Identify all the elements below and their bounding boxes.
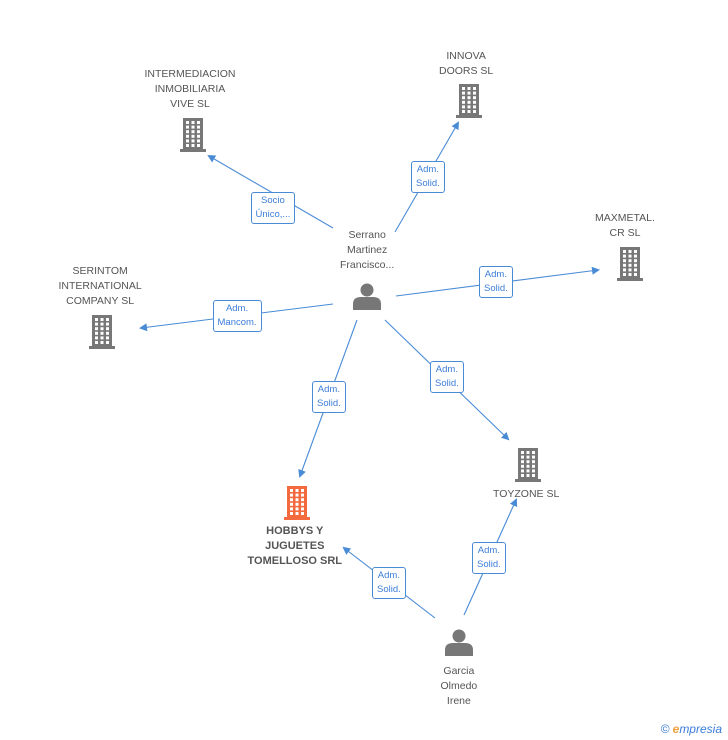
edge-label-line: Solid. [416, 178, 440, 189]
edge-label-line: Socio [261, 195, 285, 206]
node-label-hobbys[interactable]: HOBBYS Y JUGUETES TOMELLOSO SRL [248, 524, 343, 569]
edge-label-line: Adm. [317, 384, 340, 395]
node-label-line: Irene [446, 695, 471, 707]
node-label-intermediacion[interactable]: INTERMEDIACION INMOBILIARIA VIVE SL [145, 67, 236, 112]
node-label-line: DOORS SL [439, 65, 494, 77]
edge-label-line: Adm. [435, 364, 458, 375]
node-label-line: TOYZONE SL [493, 488, 560, 500]
person-icon-garcia[interactable] [445, 629, 473, 657]
building-icon-maxmetal[interactable] [617, 247, 643, 281]
node-label-line: Garcia [443, 665, 475, 677]
edge-label-line: Único,... [255, 209, 291, 220]
node-label-line: Olmedo [440, 680, 478, 692]
footer-brand[interactable]: ©empresia [661, 722, 722, 736]
node-label-line: Francisco... [340, 259, 395, 271]
edge-label-line: Mancom. [217, 317, 257, 328]
node-label-line: TOMELLOSO SRL [247, 555, 343, 567]
node-label-line: INNOVA [446, 50, 486, 62]
edge-label-garcia-toyzone[interactable]: Adm. Solid. [472, 542, 506, 574]
edge-label-serrano-innova[interactable]: Adm. Solid. [411, 161, 445, 193]
node-label-line: SERINTOM [72, 265, 128, 277]
edge-label-line: Adm. [484, 269, 507, 280]
edge-label-line: Solid. [477, 559, 501, 570]
node-label-line: INTERNATIONAL [58, 280, 142, 292]
building-icon-innova[interactable] [456, 84, 482, 118]
edge-label-serrano-toyzone[interactable]: Adm. Solid. [430, 361, 464, 393]
edge-label-line: Solid. [317, 398, 341, 409]
edge-label-serrano-hobbys[interactable]: Adm. Solid. [312, 381, 346, 413]
node-label-line: JUGUETES [265, 540, 325, 552]
building-icon-serintom[interactable] [89, 315, 115, 349]
node-label-serintom[interactable]: SERINTOM INTERNATIONAL COMPANY SL [59, 264, 142, 309]
node-label-line: COMPANY SL [66, 295, 135, 307]
brand-initial: e [672, 722, 680, 736]
edge-label-line: Adm. [377, 570, 400, 581]
node-label-line: CR SL [609, 227, 641, 239]
node-label-line: Serrano [348, 229, 386, 241]
copyright-symbol: © [660, 722, 670, 736]
edge-label-line: Adm. [225, 303, 249, 314]
node-label-line: HOBBYS Y [266, 525, 324, 537]
brand-name: mpresia [679, 722, 722, 736]
edge-label-line: Solid. [377, 584, 401, 595]
edge-label-line: Solid. [435, 378, 459, 389]
edge-label-line: Solid. [484, 283, 508, 294]
building-icon-toyzone[interactable] [515, 448, 541, 482]
node-label-line: VIVE SL [170, 98, 210, 110]
node-label-line: MAXMETAL. [595, 212, 655, 224]
edge-label-garcia-hobbys[interactable]: Adm. Solid. [372, 567, 406, 599]
node-label-innova[interactable]: INNOVA DOORS SL [439, 49, 493, 79]
person-icon-serrano[interactable] [353, 283, 381, 311]
node-label-line: INMOBILIARIA [154, 83, 226, 95]
building-icon-intermediacion[interactable] [180, 118, 206, 152]
edge-label-line: Adm. [416, 164, 439, 175]
edge-label-serrano-serintom[interactable]: Adm. Mancom. [212, 300, 262, 332]
node-label-toyzone[interactable]: TOYZONE SL [493, 487, 559, 502]
edge-label-serrano-maxmetal[interactable]: Adm. Solid. [479, 266, 513, 298]
building-icon-hobbys[interactable] [284, 486, 310, 520]
edge-label-line: Adm. [477, 545, 500, 556]
node-label-maxmetal[interactable]: MAXMETAL. CR SL [595, 211, 655, 241]
node-label-line: Martinez [347, 244, 388, 256]
node-label-line: INTERMEDIACION [144, 68, 236, 80]
